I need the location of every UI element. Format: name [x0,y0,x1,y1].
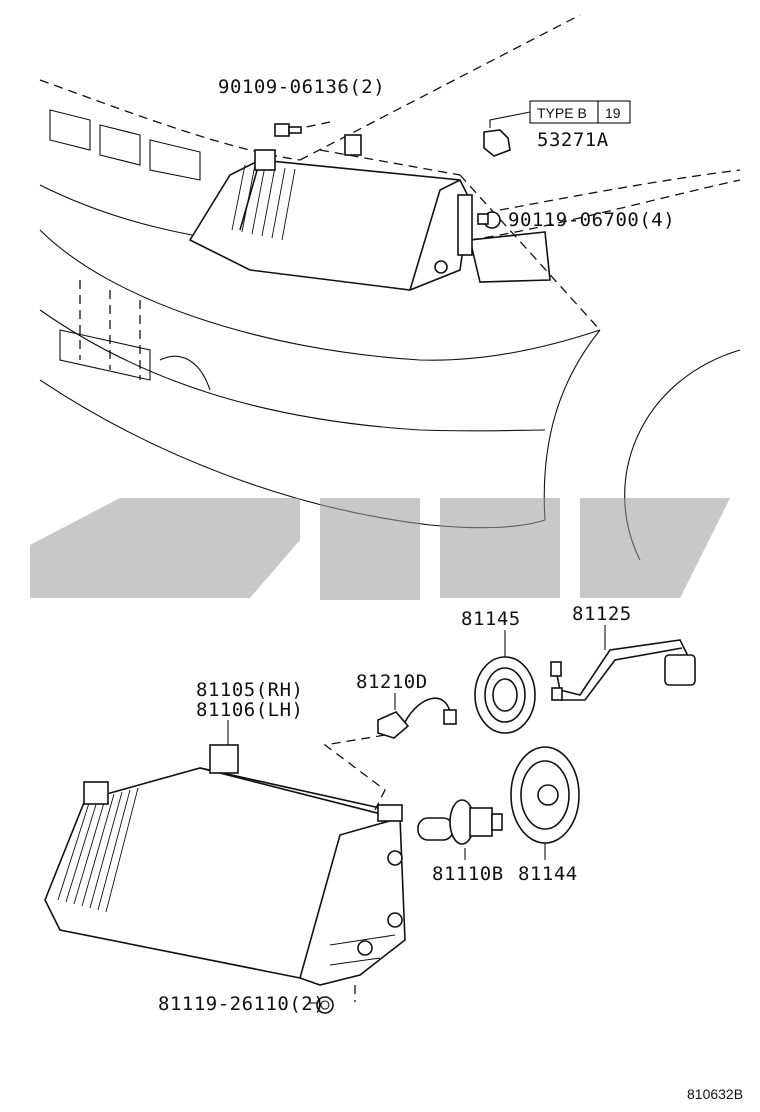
screw-icon [477,211,501,229]
clip-icon [483,129,511,157]
wire-harness-icon [550,639,696,701]
label-bulb-main: 81110B [432,863,504,885]
label-nut: 81119-26110(2) [158,993,325,1015]
label-clip: 53271A [537,129,609,151]
lower-lamp-hatching [57,787,139,913]
bulb-main-icon [417,799,503,845]
upper-lamp-hatching [231,164,296,241]
label-lamp-rh: 81105(RH) [196,679,303,701]
bulb-small-icon [377,697,457,739]
type-box: TYPE B 19 [489,100,631,128]
label-bulb-small: 81210D [356,671,428,693]
label-lamp-lh: 81106(LH) [196,699,303,721]
headlamp-assembly [44,744,406,986]
type-box-number: 19 [605,105,621,121]
nut-icon [316,996,334,1014]
type-box-label: TYPE B [537,105,587,121]
drawing-number: 810632B [687,1086,743,1102]
label-wire: 81125 [572,603,632,625]
bolt-upper-icon [274,121,331,137]
label-bolt-upper: 90109-06136(2) [218,76,385,98]
socket-cover-icon [474,656,536,734]
label-screw: 90119-06700(4) [508,209,675,231]
installed-headlamp [188,134,473,291]
label-back-cover: 81144 [518,863,578,885]
back-cover-icon [510,746,580,844]
watermark-logo [30,498,730,600]
label-socket-cover: 81145 [461,608,521,630]
